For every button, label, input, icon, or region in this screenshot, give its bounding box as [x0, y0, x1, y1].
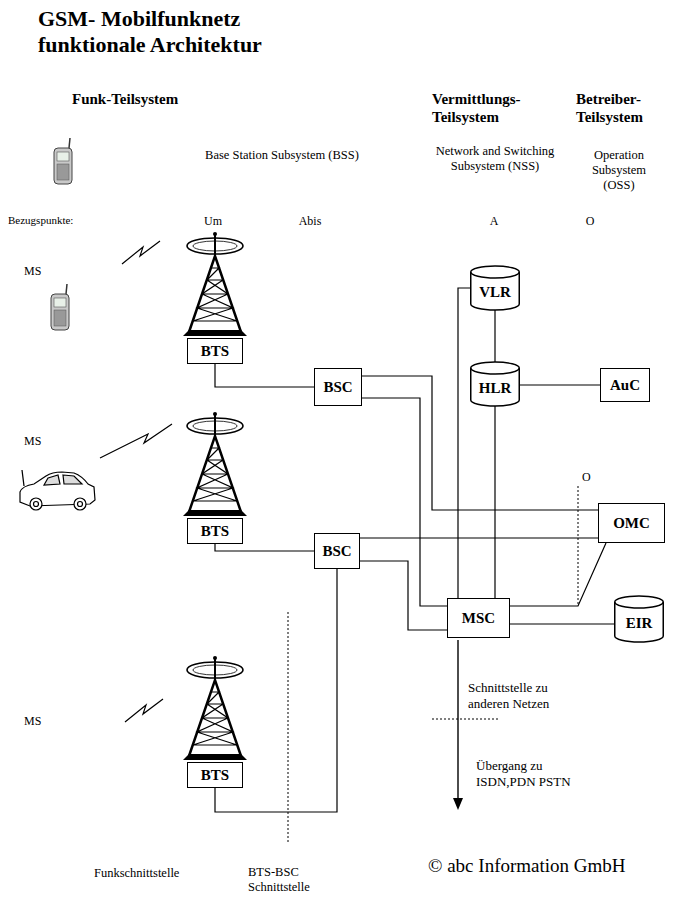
tower-symbol — [183, 656, 247, 760]
interface-note: Schnittstelle zu anderen Netzen — [468, 680, 586, 711]
component-name: BTS — [201, 343, 229, 360]
subsystem-heading: Vermittlungs- Teilsystem — [432, 90, 550, 126]
connector-line — [458, 288, 470, 598]
component-name: VLR — [479, 284, 511, 301]
connector-line — [510, 623, 614, 624]
connector-line — [215, 544, 314, 551]
database-cylinder: HLR — [470, 362, 520, 406]
phone-symbol — [51, 284, 69, 330]
subsystem-name: Network and Switching Subsystem (NSS) — [420, 144, 570, 174]
reference-point: Abis — [292, 214, 328, 228]
component-name: BSC — [323, 379, 352, 396]
component-box: OMC — [598, 503, 665, 543]
reference-point: O — [582, 470, 591, 484]
component-box: BTS — [187, 338, 243, 364]
connector-line — [494, 406, 495, 598]
component-box: BTS — [187, 518, 243, 544]
station-label: MS — [24, 434, 41, 448]
component-name: HLR — [479, 380, 512, 397]
interface-line — [288, 486, 578, 842]
interface-note: Übergang zu ISDN,PDN PSTN — [476, 758, 571, 789]
component-box: BSC — [314, 533, 360, 569]
station-label: MS — [24, 264, 41, 278]
phone-symbol — [54, 138, 72, 184]
tower-symbol — [183, 232, 247, 336]
connector-line — [520, 384, 600, 385]
component-box: MSC — [447, 598, 510, 638]
interface-note: BTS-BSC Schnittstelle — [248, 865, 338, 895]
network-exit-arrow — [453, 640, 463, 810]
diagram-title: GSM- Mobilfunknetz funktionale Architekt… — [38, 6, 300, 58]
component-name: BSC — [322, 543, 351, 560]
interface-note: Funkschnittstelle — [94, 866, 179, 881]
connector-line — [494, 310, 495, 362]
reference-caption: Bezugspunkte: — [8, 214, 73, 227]
subsystem-name: Base Station Subsystem (BSS) — [190, 148, 374, 163]
station-label: MS — [24, 714, 41, 728]
component-box: BSC — [314, 368, 362, 406]
connector-line — [510, 543, 606, 606]
connector-line — [360, 537, 598, 538]
subsystem-heading: Betreiber- Teilsystem — [576, 90, 676, 126]
reference-point: A — [484, 214, 504, 228]
subsystem-heading: Funk-Teilsystem — [72, 90, 178, 108]
component-name: BTS — [201, 523, 229, 540]
component-name: MSC — [462, 610, 495, 627]
connector-line — [362, 398, 447, 606]
component-name: EIR — [626, 615, 653, 632]
car-symbol — [20, 470, 95, 510]
connector-line — [360, 561, 447, 630]
copyright-note: © abc Information GmbH — [428, 855, 626, 878]
component-box: AuC — [600, 368, 650, 402]
reference-point: O — [580, 214, 600, 228]
reference-point: Um — [196, 214, 230, 228]
tower-symbol — [183, 412, 247, 516]
database-cylinder: EIR — [614, 596, 664, 642]
subsystem-name: Operation Subsystem (OSS) — [578, 148, 660, 193]
database-cylinder: VLR — [470, 266, 520, 310]
component-name: OMC — [613, 515, 650, 532]
component-box: BTS — [187, 762, 243, 788]
component-name: AuC — [610, 377, 640, 394]
connector-line — [215, 364, 314, 387]
component-name: BTS — [201, 767, 229, 784]
radio-link — [100, 241, 172, 722]
